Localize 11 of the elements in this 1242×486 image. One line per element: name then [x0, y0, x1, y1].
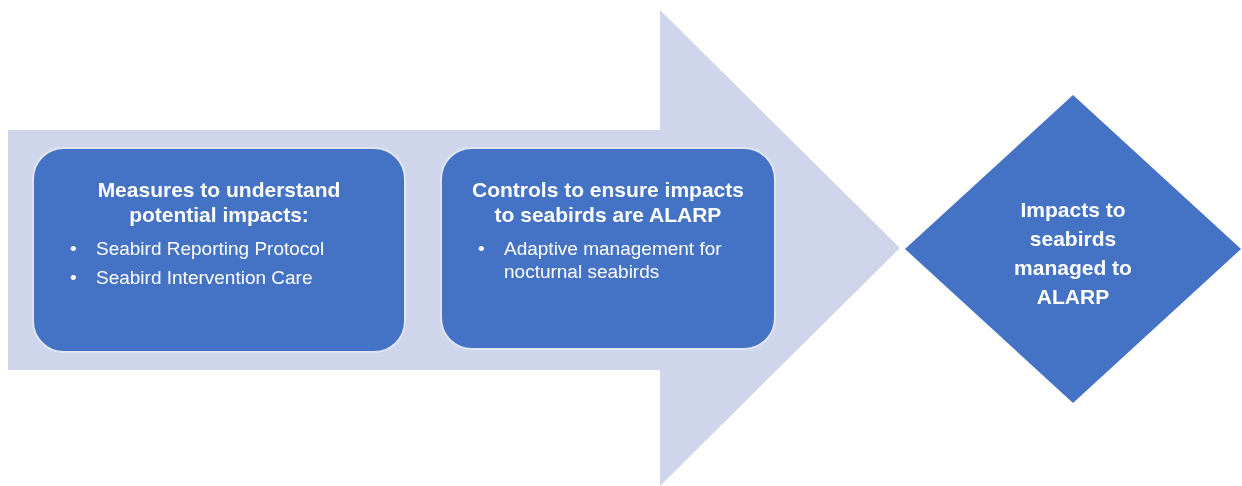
- box-heading: Controls to ensure impacts to seabirds are ALARP: [472, 177, 744, 227]
- diamond-text: Impacts to seabirds managed to ALARP: [1013, 197, 1133, 310]
- bullet-marker: •: [69, 237, 78, 260]
- box-heading: Measures to understand potential impacts:: [96, 177, 342, 227]
- rounded-box: [32, 147, 406, 353]
- bullet-item: Adaptive management for nocturnal seabirds: [504, 237, 723, 283]
- rounded-box: [440, 147, 776, 350]
- bullet-marker: •: [69, 266, 78, 289]
- bullet-item: Seabird Intervention Care: [96, 266, 313, 289]
- bullet-marker: •: [477, 237, 486, 261]
- bullet-item: Seabird Reporting Protocol: [96, 237, 325, 260]
